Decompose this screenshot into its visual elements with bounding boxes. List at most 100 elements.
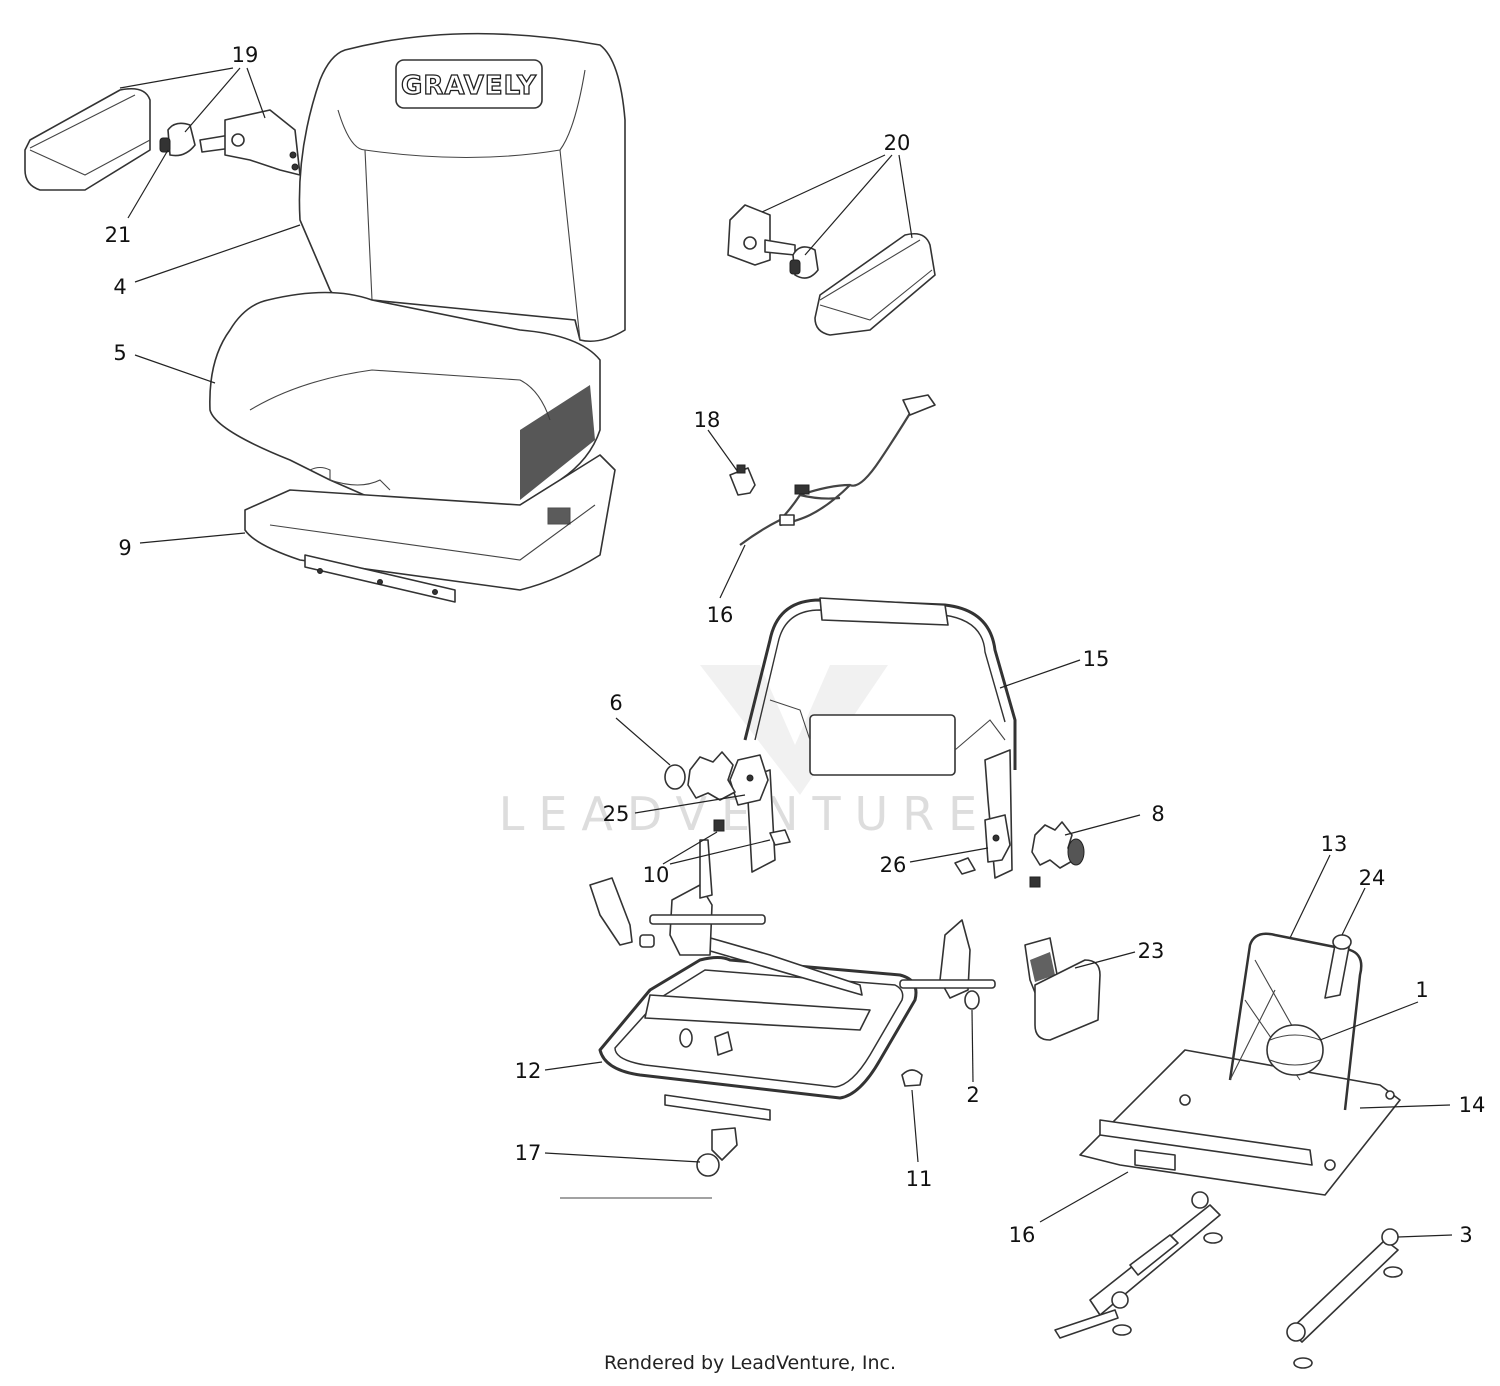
leader-5	[134, 354, 216, 384]
switch-cover	[1034, 959, 1101, 1041]
slide-handle	[1054, 1309, 1119, 1339]
callout-26: 26	[880, 853, 907, 877]
leader-12	[1289, 854, 1331, 939]
leader-26	[909, 847, 989, 863]
spacer-left	[639, 934, 655, 948]
bolt-b	[769, 829, 791, 846]
leader-13	[544, 1061, 603, 1071]
seat-backrest	[298, 32, 626, 343]
callout-3: 3	[1459, 1223, 1472, 1247]
seat-side-vents	[520, 385, 595, 500]
leader-4	[134, 224, 301, 283]
render-credit: Rendered by LeadVenture, Inc.	[603, 1352, 897, 1374]
leader-20c	[246, 67, 266, 119]
wiring-harness	[739, 404, 916, 546]
seat-brand-logo: GRAVELY	[401, 71, 537, 101]
callout-18: 17	[515, 1141, 542, 1165]
seat-assembly: GRAVELY	[209, 32, 626, 603]
suspension-scissor-frame	[1228, 932, 1363, 1111]
leader-1	[1319, 1001, 1419, 1041]
right-armrest-bracket	[727, 204, 771, 266]
suspension-crossbar	[1099, 1119, 1313, 1166]
leader-20b	[184, 67, 241, 133]
leader-20a	[119, 67, 234, 89]
lower-frame-front-lip	[664, 1094, 771, 1121]
nut-d	[1029, 876, 1041, 888]
callout-15: 15	[1083, 647, 1110, 671]
leader-8	[1064, 814, 1141, 836]
callout-24: 24	[1359, 866, 1386, 890]
leader-21a	[761, 154, 886, 213]
lower-frame-tube	[598, 956, 918, 1100]
callout-8: 8	[1151, 802, 1164, 826]
callout-4: 4	[113, 275, 126, 299]
slide-rail-right	[1289, 1239, 1399, 1343]
suspension-assembly	[1079, 932, 1401, 1196]
leader-lines	[119, 67, 1453, 1238]
callout-12: 13	[1321, 832, 1348, 856]
right-armrest-pivot-pin	[764, 239, 796, 256]
leader-25	[634, 794, 746, 814]
callout-22: 21	[105, 223, 132, 247]
leader-10b	[669, 839, 771, 865]
leader-14	[1359, 1104, 1451, 1109]
frame-center-pad	[809, 714, 956, 776]
adjuster-valve	[711, 1127, 738, 1161]
left-armrest-knob	[167, 122, 196, 157]
suspension-base-plate	[1079, 1049, 1401, 1196]
leader-11	[911, 1089, 919, 1163]
knob-washer-right	[1067, 838, 1085, 866]
callout-13: 12	[515, 1059, 542, 1083]
seat-base-pan	[244, 454, 616, 591]
right-armrest-pad	[814, 232, 936, 336]
leader-19	[707, 429, 739, 473]
air-spring	[1266, 1024, 1324, 1076]
callout-17: 16	[1009, 1223, 1036, 1247]
seat-logo-plate	[395, 59, 543, 109]
pivot-rod	[649, 914, 766, 925]
leader-21b	[804, 154, 893, 256]
callout-6: 6	[609, 691, 622, 715]
callout-23: 23	[1138, 939, 1165, 963]
seat-frame-assembly	[664, 597, 1085, 888]
slide-rail-assembly	[1054, 1191, 1403, 1369]
adjuster-knob-assembly	[560, 1127, 738, 1199]
wiring-harness-assembly	[729, 394, 936, 546]
leader-24	[1341, 887, 1366, 936]
switch-cover-assembly	[1024, 937, 1101, 1041]
callout-21: 20	[884, 131, 911, 155]
callout-14: 14	[1459, 1093, 1486, 1117]
callout-25: 25	[603, 802, 630, 826]
leader-18	[544, 1152, 701, 1163]
callout-2: 2	[966, 1083, 979, 1107]
leader-23	[1074, 951, 1136, 969]
callout-9: 9	[118, 536, 131, 560]
frame-bushing	[714, 1031, 733, 1056]
rubber-bumper	[901, 1069, 923, 1087]
right-armrest-assembly	[727, 204, 936, 336]
callout-11: 11	[906, 1167, 933, 1191]
leader-2	[971, 1009, 974, 1083]
leader-10a	[662, 831, 718, 865]
frame-knob-right	[1031, 821, 1075, 869]
leader-16	[719, 544, 746, 599]
callout-10: 10	[643, 863, 670, 887]
lower-frame-assembly	[589, 839, 996, 1121]
left-armrest-bracket	[224, 109, 301, 176]
leader-9	[139, 532, 246, 544]
knob-cap-left	[664, 764, 686, 790]
callout-19: 18	[694, 408, 721, 432]
shock-absorber	[1324, 941, 1351, 999]
lower-frame-rear-rod	[899, 979, 996, 989]
frame-top-plate	[819, 597, 949, 626]
bolt-c	[954, 857, 976, 875]
leader-3	[1397, 1234, 1453, 1238]
leader-6	[615, 717, 671, 766]
lower-frame-stud	[699, 839, 713, 899]
left-armrest-pad	[24, 87, 151, 191]
latch-bracket	[589, 877, 633, 946]
callout-labels: 19 21 4 5 9 20 18 16 15 6 25 10 8 26 13 …	[105, 43, 1486, 1247]
leader-17	[1039, 1171, 1129, 1223]
lower-frame-pan	[644, 994, 871, 1031]
